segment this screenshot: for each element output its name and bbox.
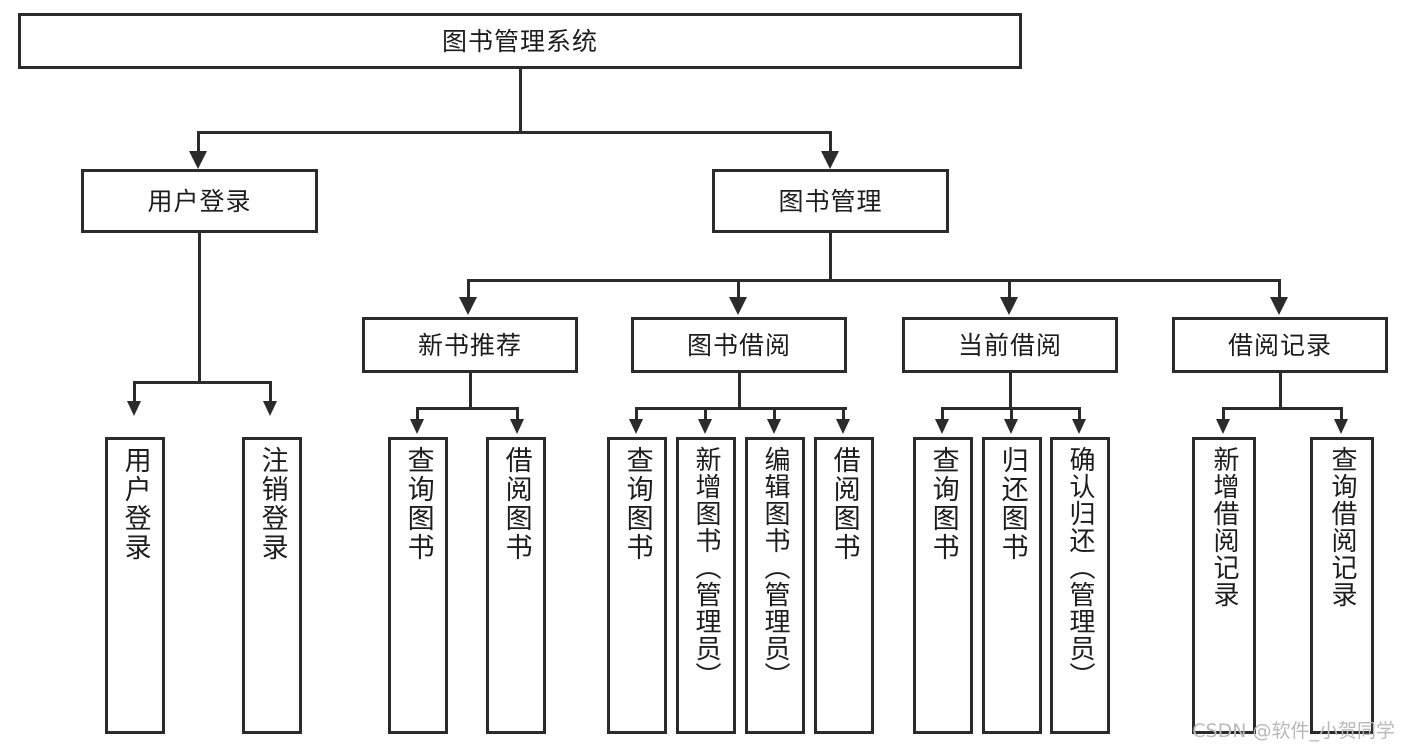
leaf-edit-book-admin-label: 编辑图书（管理员） <box>760 446 791 689</box>
edge-br-drop-1 <box>1222 407 1225 421</box>
arrow-leaf-add-borrow-record <box>1216 419 1230 434</box>
arrow-leaf-confirm-return <box>1072 419 1086 434</box>
edge-book-borrow-bus <box>635 407 847 410</box>
arrow-to-new-book-rec <box>459 297 477 315</box>
leaf-logout[interactable]: 注销登录 <box>242 437 302 734</box>
node-new-book-recommend-label: 新书推荐 <box>417 330 522 360</box>
leaf-return-book[interactable]: 归还图书 <box>982 437 1042 734</box>
edge-user-login-drop-1 <box>133 381 136 403</box>
node-user-login[interactable]: 用户登录 <box>81 169 318 233</box>
arrow-leaf-query-book-3 <box>935 419 949 434</box>
leaf-query-borrow-record-label: 查询借阅记录 <box>1327 446 1358 608</box>
arrow-to-borrow-record <box>1270 297 1288 315</box>
leaf-confirm-return-admin[interactable]: 确认归还（管理员） <box>1050 437 1110 734</box>
arrow-leaf-user-login <box>127 401 141 416</box>
edge-cb-drop-3 <box>1078 407 1081 421</box>
edge-to-user-login <box>197 131 200 153</box>
arrow-leaf-logout <box>263 401 277 416</box>
arrow-to-current-borrow <box>1000 297 1018 315</box>
edge-nbr-drop-1 <box>416 407 419 421</box>
arrow-to-book-borrow <box>729 297 747 315</box>
edge-to-current-borrow <box>1008 279 1011 299</box>
leaf-query-borrow-record[interactable]: 查询借阅记录 <box>1310 437 1374 734</box>
leaf-edit-book-admin[interactable]: 编辑图书（管理员） <box>745 437 805 734</box>
edge-to-book-borrow <box>737 279 740 299</box>
edge-to-new-book-rec <box>467 279 470 299</box>
edge-current-borrow-stem <box>1009 373 1012 407</box>
arrow-leaf-borrow-book-1 <box>510 419 524 434</box>
leaf-add-borrow-record[interactable]: 新增借阅记录 <box>1192 437 1256 734</box>
edge-user-login-bus <box>133 381 271 384</box>
edge-to-book-mgmt <box>829 131 832 153</box>
edge-nbr-drop-2 <box>516 407 519 421</box>
node-current-borrow[interactable]: 当前借阅 <box>902 317 1118 373</box>
arrow-leaf-return-book <box>1004 419 1018 434</box>
node-root-label: 图书管理系统 <box>441 26 598 56</box>
arrow-leaf-query-borrow-record <box>1334 419 1348 434</box>
arrow-to-book-mgmt <box>821 151 839 169</box>
edge-user-login-drop-2 <box>269 381 272 403</box>
arrow-to-user-login <box>189 151 207 169</box>
edge-bb-drop-4 <box>842 407 845 421</box>
leaf-borrow-book-under-new-book-label: 借阅图书 <box>500 446 532 562</box>
edge-level3-bus <box>467 279 1279 282</box>
leaf-borrow-book-under-book-borrow-label: 借阅图书 <box>828 446 860 562</box>
edge-bb-drop-2 <box>704 407 707 421</box>
edge-cb-drop-1 <box>941 407 944 421</box>
edge-borrow-record-bus <box>1222 407 1343 410</box>
edge-root-stem <box>519 69 522 131</box>
edge-level2-bus <box>197 131 831 134</box>
node-borrow-record-label: 借阅记录 <box>1227 330 1332 360</box>
leaf-borrow-book-under-new-book[interactable]: 借阅图书 <box>486 437 546 734</box>
node-book-borrow-label: 图书借阅 <box>686 330 791 360</box>
edge-bb-drop-1 <box>635 407 638 421</box>
leaf-logout-label: 注销登录 <box>256 446 288 562</box>
edge-cb-drop-2 <box>1010 407 1013 421</box>
node-root[interactable]: 图书管理系统 <box>18 13 1022 69</box>
arrow-leaf-query-book-2 <box>629 419 643 434</box>
node-user-login-label: 用户登录 <box>147 186 252 216</box>
node-borrow-record[interactable]: 借阅记录 <box>1172 317 1388 373</box>
node-book-management-label: 图书管理 <box>778 186 883 216</box>
edge-user-login-stem <box>198 233 201 381</box>
node-current-borrow-label: 当前借阅 <box>957 330 1062 360</box>
node-book-management[interactable]: 图书管理 <box>712 169 949 233</box>
edge-book-borrow-stem <box>738 373 741 407</box>
edge-new-book-rec-bus <box>416 407 519 410</box>
leaf-query-book-under-current-borrow[interactable]: 查询图书 <box>913 437 973 734</box>
arrow-leaf-add-book <box>698 419 712 434</box>
leaf-borrow-book-under-book-borrow[interactable]: 借阅图书 <box>814 437 874 734</box>
node-book-borrow[interactable]: 图书借阅 <box>631 317 847 373</box>
leaf-user-login[interactable]: 用户登录 <box>105 437 165 734</box>
leaf-query-book-under-book-borrow[interactable]: 查询图书 <box>607 437 667 734</box>
leaf-query-book-under-new-book[interactable]: 查询图书 <box>388 437 448 734</box>
edge-br-drop-2 <box>1340 407 1343 421</box>
leaf-user-login-label: 用户登录 <box>119 446 151 562</box>
leaf-confirm-return-admin-label: 确认归还（管理员） <box>1065 446 1096 689</box>
edge-bb-drop-3 <box>773 407 776 421</box>
arrow-leaf-query-book-1 <box>410 419 424 434</box>
edge-to-borrow-record <box>1278 279 1281 299</box>
edge-new-book-rec-stem <box>469 373 472 407</box>
leaf-query-book-under-book-borrow-label: 查询图书 <box>621 446 653 562</box>
leaf-add-book-admin-label: 新增图书（管理员） <box>691 446 722 689</box>
edge-book-mgmt-stem <box>829 233 832 279</box>
leaf-query-book-under-new-book-label: 查询图书 <box>402 446 434 562</box>
leaf-add-book-admin[interactable]: 新增图书（管理员） <box>676 437 736 734</box>
leaf-add-borrow-record-label: 新增借阅记录 <box>1209 446 1240 608</box>
arrow-leaf-borrow-book-2 <box>836 419 850 434</box>
leaf-return-book-label: 归还图书 <box>996 446 1028 562</box>
node-new-book-recommend[interactable]: 新书推荐 <box>362 317 578 373</box>
leaf-query-book-under-current-borrow-label: 查询图书 <box>927 446 959 562</box>
edge-borrow-record-stem <box>1279 373 1282 407</box>
arrow-leaf-edit-book <box>767 419 781 434</box>
